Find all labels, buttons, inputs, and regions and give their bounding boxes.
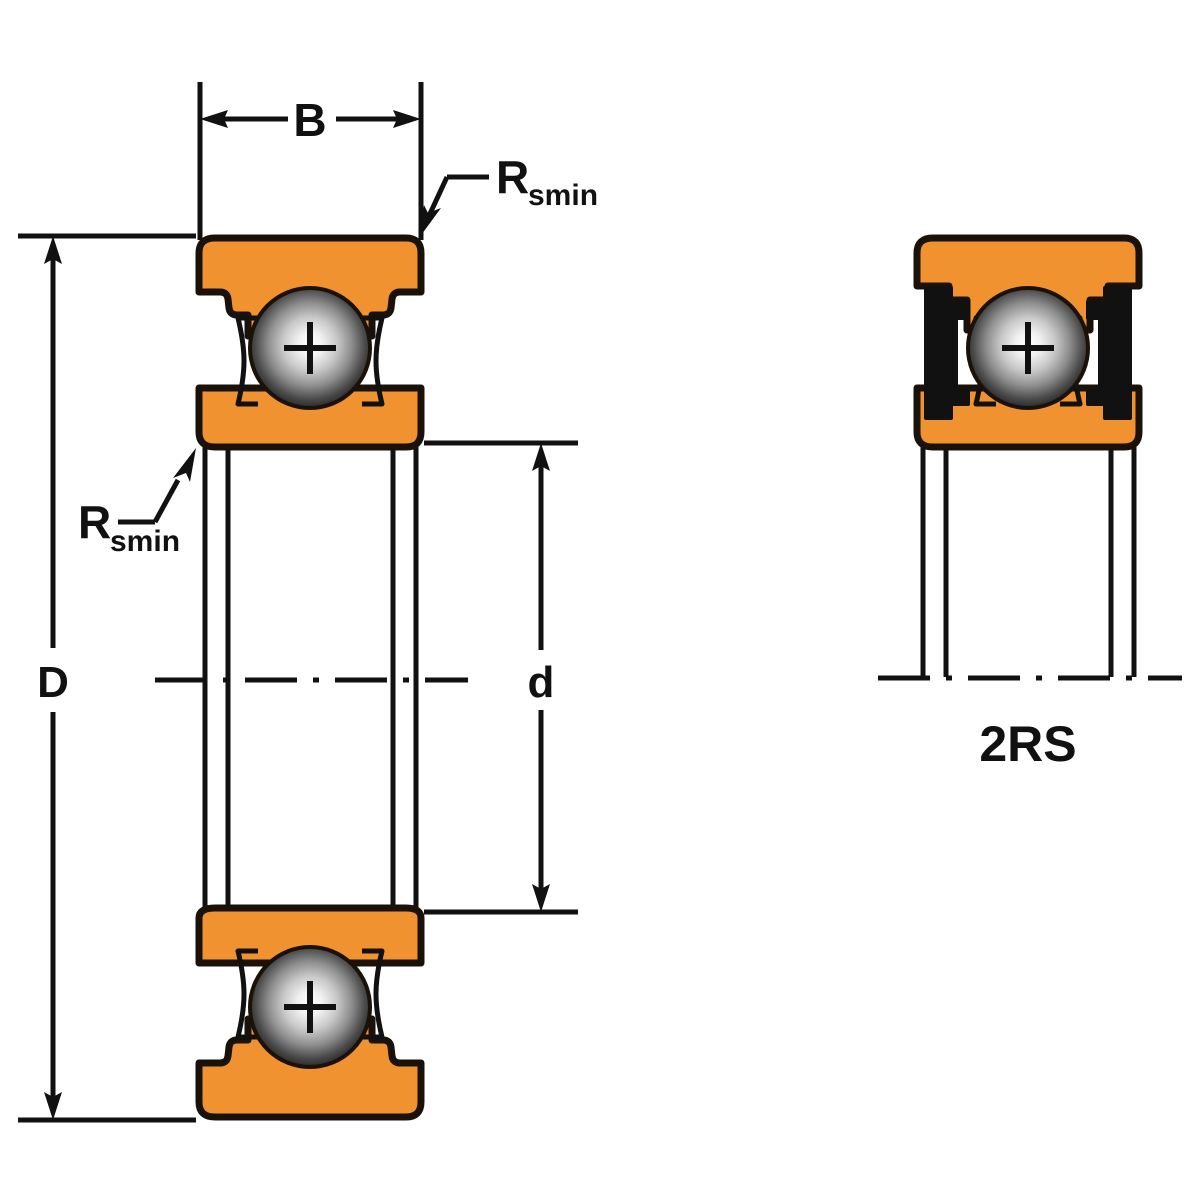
sealed-outer-ring [913,234,1143,334]
seal-variant-label: 2RS [979,716,1076,772]
seal-left-2rs [924,286,970,420]
bore-arrowhead-top [532,443,550,471]
cage-pocket-right-bottom [362,948,385,1040]
d-dimension-label: D [37,658,69,707]
sealed-rolling-ball [966,286,1090,410]
fillet-top-label-R: R [496,151,529,203]
fillet-top-label-smin: smin [528,179,598,212]
fillet-bottom-label-smin: smin [110,525,180,558]
bore-diameter-dimension-d: d [424,440,578,915]
outer-diameter-dimension-D: D [18,233,196,1123]
open-bearing-bottom-half [195,904,425,1121]
cage-pocket-left-top [235,315,258,407]
fillet-callout-bottom: R smin [78,448,196,558]
d-dimension-line-upper [44,236,62,648]
fillet-bottom-label-R: R [78,496,111,548]
d-dimension-line-lower [44,712,62,1120]
bore-arrowhead-bottom [532,884,550,912]
sealed-bearing-bore-lines [920,447,1137,677]
fillet-top-arrowhead [419,205,441,238]
bore-dimension-line-upper [532,443,550,650]
seal-right-2rs [1086,286,1132,420]
rolling-ball-top [248,286,372,410]
fillet-top-leader-diagonal [425,175,450,220]
sealed-inner-ring [913,384,1143,451]
fillet-callout-top: R smin [419,151,598,238]
b-dimension-label: B [293,94,326,146]
d-arrowhead-top [44,236,62,264]
open-bearing-top-half [195,234,425,451]
d-arrowhead-bottom [44,1092,62,1120]
cage-top [235,315,385,407]
rolling-ball-bottom [248,945,372,1069]
cage-pocket-left-bottom [235,948,258,1040]
bore-dimension-label: d [528,658,555,707]
sealed-bearing-2rs: 2RS [878,234,1182,772]
bore-dimension-line-lower [532,710,550,912]
cage-bottom [235,948,385,1040]
b-arrow-right [336,110,421,128]
fillet-bottom-arrowhead [173,448,196,482]
fillet-bottom-leader-diagonal [152,478,181,524]
width-dimension-B: B [197,82,424,240]
cage-pocket-right-top [362,315,385,407]
b-arrow-left [200,110,288,128]
